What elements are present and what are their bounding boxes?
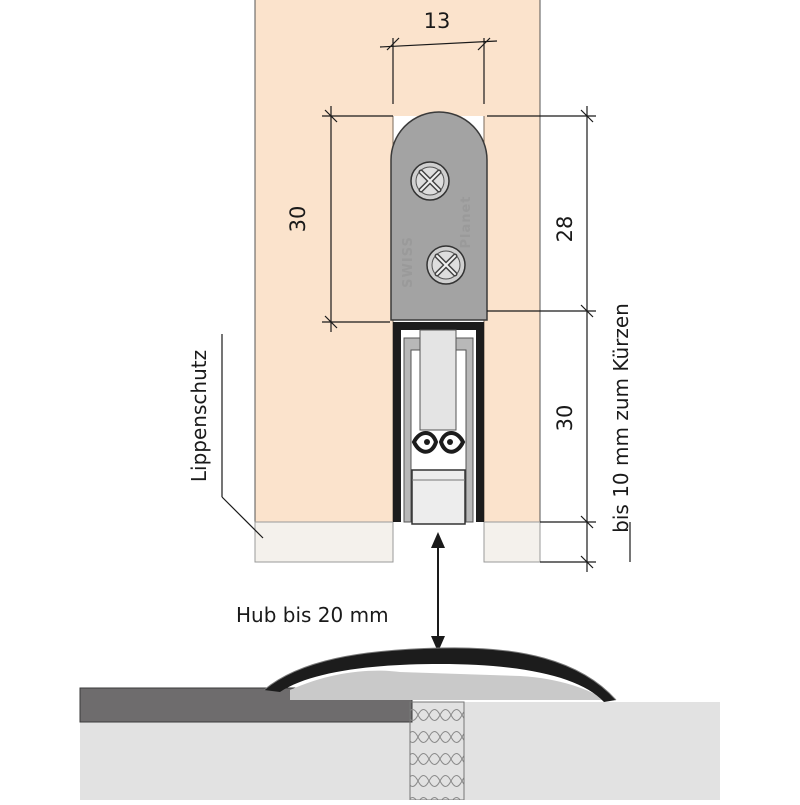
lip-protection-callout: Lippenschutz	[187, 334, 264, 539]
shorten-note: bis 10 mm zum Kürzen	[609, 303, 633, 533]
dimension-height-right-upper-label: 28	[553, 216, 577, 243]
floor	[79, 687, 720, 801]
lip-protection-label: Lippenschutz	[187, 350, 211, 482]
insulation-joint	[409, 701, 465, 801]
brand-origin: SWISS	[401, 236, 416, 288]
dimension-width-top: 13	[379, 9, 498, 104]
door-wood-left	[255, 0, 393, 522]
stroke-label: Hub bis 20 mm	[236, 603, 389, 627]
door-leaf	[254, 0, 541, 562]
seal-profile	[393, 322, 484, 525]
door-wood-top	[393, 0, 484, 116]
lip-guard-left	[254, 521, 394, 563]
dimension-width-label: 13	[424, 9, 451, 33]
lip-guard-right	[483, 521, 541, 563]
mounting-plate: Planet SWISS	[390, 111, 488, 321]
lip-guard	[254, 521, 541, 563]
screw-icon	[410, 161, 450, 201]
dimension-height-right: 28 30 bis 10 mm zum Kürzen	[487, 106, 633, 572]
brand-name: Planet	[459, 195, 474, 248]
threshold	[263, 647, 617, 702]
dimension-height-left-label: 30	[286, 206, 310, 233]
dimension-height-right-lower-label: 30	[553, 405, 577, 432]
screw-icon	[426, 245, 466, 285]
stroke-indicator: Hub bis 20 mm	[236, 532, 445, 652]
door-wood-right	[484, 0, 540, 522]
dimension-height-left: 30	[286, 106, 393, 332]
